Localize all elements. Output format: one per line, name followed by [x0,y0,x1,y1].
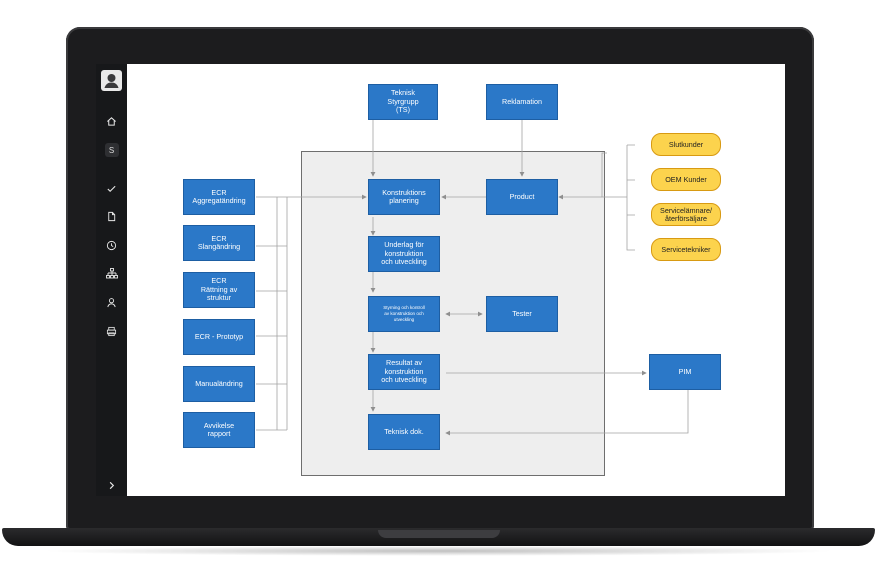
konstruktions-planering-box: Konstruktions planering [368,179,440,215]
ecr-slang-box: ECR Slangändring [183,225,255,261]
document-icon[interactable] [96,206,127,226]
styrning-box: Styrning och kontroll av konstruktion oc… [368,296,440,332]
avvikelse-rapport-box: Avvikelse rapport [183,412,255,448]
laptop-shadow [40,546,837,556]
connector-lines [256,119,689,436]
teknisk-dok-box: Teknisk dok. [368,414,440,450]
ecr-rattning-box: ECR Rättning av struktur [183,272,255,308]
screen: S [96,64,785,496]
sidebar: S [96,64,127,496]
reklamation-box: Reklamation [486,84,558,120]
teknisk-styrgrupp-box: Teknisk Styrgrupp (TS) [368,84,438,120]
pim-box: PIM [649,354,721,390]
check-icon[interactable] [96,178,127,198]
chevron-right-icon[interactable] [96,475,127,495]
resultat-box: Resultat av konstruktion och utveckling [368,354,440,390]
ecr-prototyp-box: ECR - Prototyp [183,319,255,355]
diagram-canvas: Teknisk Styrgrupp (TS) Reklamation ECR A… [127,64,785,496]
s-badge[interactable]: S [96,140,127,160]
laptop-notch [378,530,500,538]
ecr-aggregat-box: ECR Aggregatändring [183,179,255,215]
underlag-box: Underlag för konstruktion och utveckling [368,236,440,272]
servicetekniker-pill: Servicetekniker [651,238,721,261]
oem-kunder-pill: OEM Kunder [651,168,721,191]
clock-icon[interactable] [96,235,127,255]
hierarchy-icon[interactable] [96,263,127,283]
servicelamnare-pill: Servicelämnare/ återförsäljare [651,203,721,226]
manualandring-box: Manualändring [183,366,255,402]
home-icon[interactable] [96,111,127,131]
product-box: Product [486,179,558,215]
person-icon[interactable] [96,292,127,312]
tester-box: Tester [486,296,558,332]
printer-icon[interactable] [96,321,127,341]
slutkunder-pill: Slutkunder [651,133,721,156]
s-badge-label: S [104,143,119,157]
user-avatar-icon[interactable] [101,70,122,91]
